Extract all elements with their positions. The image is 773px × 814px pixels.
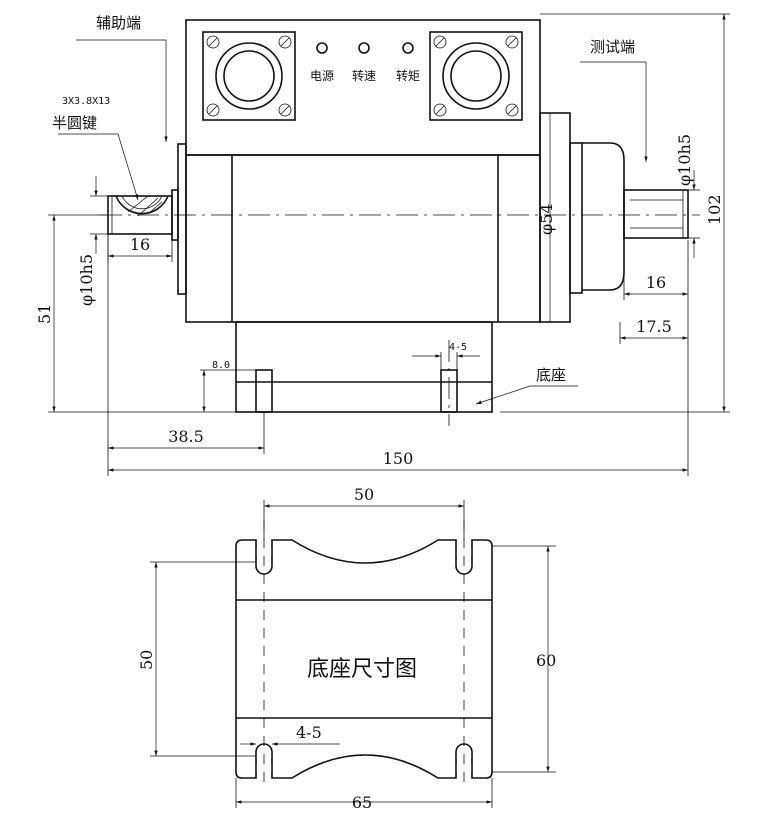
right-shaft-dia-dim: φ10h5 [675,134,694,186]
right-shaft [623,189,689,239]
connector-right [429,31,523,121]
connector-left [202,31,296,121]
base-top-width-dim: 50 [354,485,374,504]
height-total-dim: 102 [705,194,724,225]
base-front [235,321,493,413]
key-len-dim: 16 [130,235,150,254]
slot-width-dim: 4-5 [449,342,467,353]
torque-label: 转矩 [396,68,420,83]
key-spec-label: 3X3.8X13 [62,96,110,107]
speed-led [358,42,370,54]
offset-385-dim: 38.5 [168,427,204,446]
body-dia-dim: φ54 [537,203,556,235]
test-end-label: 测试端 [590,38,635,56]
base-title: 底座尺寸图 [307,657,417,682]
sensor-body [171,112,625,323]
aux-end-label: 辅助端 [96,14,141,32]
base-slot-dim: 4-5 [296,723,322,742]
half-key-label: 半圆键 [52,114,97,132]
base-side-50-dim: 50 [137,650,156,670]
base-plan [235,520,493,790]
power-label: 电源 [310,69,334,83]
right-len-16-dim: 16 [646,273,666,292]
base-side-60-dim: 60 [536,651,556,670]
base-height-dim: 8.0 [212,360,230,371]
base-label: 底座 [536,366,566,384]
height-axis-dim: 51 [35,304,54,324]
left-shaft-dia-dim: φ10h5 [77,254,96,306]
right-len-175-dim: 17.5 [636,317,672,336]
power-led [316,42,328,54]
speed-label: 转速 [352,68,376,83]
base-bottom-width-dim: 65 [352,793,372,812]
junction-box [185,19,541,156]
torque-led [402,42,414,54]
total-length-dim: 150 [383,449,414,468]
